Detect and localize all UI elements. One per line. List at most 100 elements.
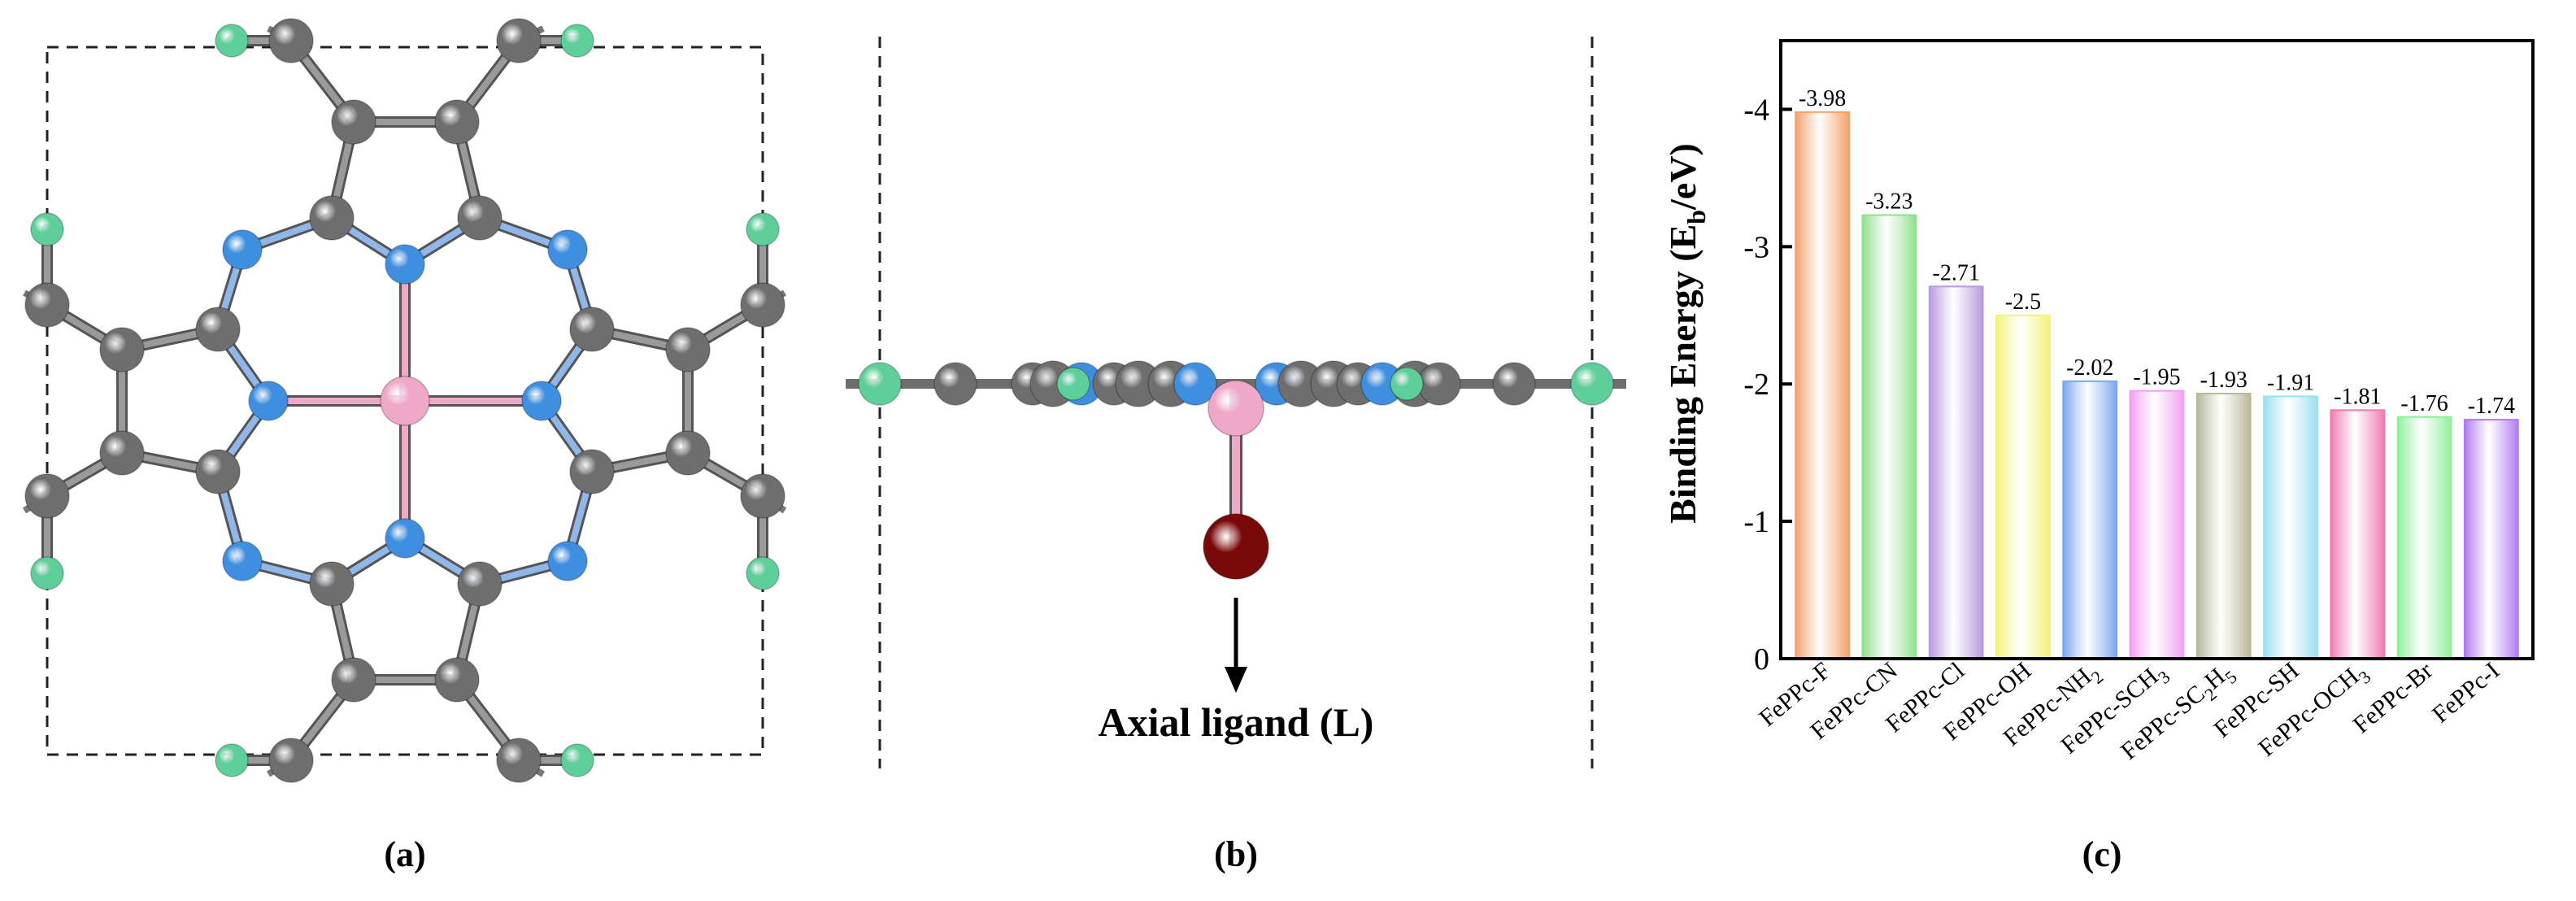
bar-value-label: -1.74 — [2468, 394, 2515, 419]
terminal-atom — [746, 556, 780, 590]
bar-value-label: -1.91 — [2267, 370, 2314, 395]
carbon-atom — [665, 430, 711, 476]
bar — [1795, 111, 1851, 660]
panel-c-binding-energy-chart: -3.98-3.23-2.71-2.5-2.02-1.95-1.93-1.91-… — [1662, 39, 2535, 765]
carbon-atom — [740, 282, 785, 328]
x-category-label: FePPc-I — [2427, 657, 2504, 728]
bar-value-label: -1.93 — [2200, 368, 2247, 393]
carbon-atom — [268, 18, 314, 63]
nitrogen-atom — [222, 541, 263, 581]
bar-value-label: -2.02 — [2066, 355, 2113, 381]
carbon-atom — [331, 99, 376, 145]
side-atoms — [858, 360, 1614, 580]
y-tick-label: -2 — [1743, 368, 1769, 402]
nitrogen-atom — [385, 244, 425, 285]
unit-cell-box — [46, 46, 764, 756]
caption-b: (b) — [1214, 834, 1258, 874]
bar — [2129, 390, 2185, 659]
carbon-atom — [457, 561, 503, 607]
terminal-atom — [746, 212, 780, 246]
carbon-atom — [665, 327, 711, 372]
carbon-atom — [933, 362, 977, 406]
ligand-atom — [1203, 513, 1269, 580]
panel-b-molecule-side-view: Axial ligand (L) — [846, 37, 1626, 768]
plot-frame — [1779, 39, 2535, 660]
nitrogen-atom — [222, 229, 263, 270]
axial-ligand-label: Axial ligand (L) — [1099, 699, 1374, 745]
bar-series — [1795, 111, 2519, 660]
bar — [2330, 409, 2386, 659]
nitrogen-atom — [521, 381, 562, 421]
bar — [2396, 416, 2452, 659]
y-title-main: Binding Energy (E — [1662, 224, 1704, 524]
arrow-head-icon — [1225, 667, 1247, 693]
iron-atom — [1208, 380, 1264, 437]
bar-value-label: -2.5 — [2005, 289, 2041, 315]
carbon-atom — [569, 449, 615, 494]
carbon-atom — [496, 18, 542, 63]
terminal-atom — [1570, 362, 1614, 406]
carbon-atom — [331, 657, 376, 703]
y-axis-ticks: 0 -1 -2 -3 -4 — [1743, 93, 1792, 677]
molecule-atoms — [24, 18, 785, 783]
y-axis-title: Binding Energy (Eb/eV) — [1662, 143, 1711, 524]
terminal-atom — [560, 743, 594, 777]
bar — [2263, 395, 2318, 659]
terminal-atom — [30, 212, 64, 246]
bar-value-label: -1.76 — [2400, 391, 2448, 416]
carbon-atom — [457, 195, 503, 241]
y-title-sub: b — [1682, 210, 1711, 224]
terminal-atom — [215, 743, 249, 777]
carbon-atom — [24, 473, 70, 519]
bar — [1928, 285, 1984, 659]
nitrogen-atom — [547, 541, 588, 581]
nitrogen-atom — [547, 229, 588, 270]
iron-atom — [380, 376, 430, 426]
carbon-atom — [99, 327, 145, 372]
terminal-atom — [215, 24, 249, 58]
carbon-atom — [434, 99, 480, 145]
carbon-atom — [309, 561, 355, 607]
bar — [2195, 393, 2252, 659]
terminal-atom — [1390, 367, 1424, 401]
carbon-atom — [309, 195, 355, 241]
x-axis-category-labels: FePPc-FFePPc-CNFePPc-ClFePPc-OHFePPc-NH2… — [1754, 657, 2504, 765]
bar-value-label: -3.98 — [1799, 86, 1846, 111]
bar-value-label: -2.71 — [1933, 260, 1980, 285]
panel-a-molecule-top-view — [22, 18, 787, 783]
carbon-atom — [496, 738, 542, 783]
terminal-atom — [30, 556, 64, 590]
bar — [2463, 419, 2519, 660]
bar — [2062, 380, 2118, 659]
carbon-atom — [569, 307, 615, 352]
bar — [1861, 214, 1917, 659]
y-tick-label: -4 — [1743, 93, 1769, 127]
carbon-atom — [195, 449, 241, 494]
carbon-atom — [434, 657, 480, 703]
carbon-atom — [1417, 362, 1461, 406]
nitrogen-atom — [248, 381, 289, 421]
caption-a: (a) — [384, 834, 425, 874]
carbon-atom — [99, 430, 145, 476]
carbon-atom — [740, 473, 785, 519]
bar-value-label: -1.81 — [2334, 384, 2381, 409]
nitrogen-atom — [385, 518, 425, 559]
carbon-atom — [24, 282, 70, 328]
caption-c: (c) — [2082, 834, 2122, 874]
y-tick-label: -3 — [1743, 230, 1769, 264]
terminal-atom — [560, 24, 594, 58]
nitrogen-atom — [1173, 362, 1217, 406]
y-tick-label: -1 — [1743, 505, 1769, 539]
carbon-atom — [268, 738, 314, 783]
bar — [1995, 314, 2051, 659]
carbon-atom — [195, 307, 241, 352]
y-title-tail: /eV) — [1662, 143, 1704, 211]
carbon-atom — [1492, 362, 1536, 406]
bar-value-label: -1.95 — [2133, 365, 2180, 390]
data-labels: -3.98-3.23-2.71-2.5-2.02-1.95-1.93-1.91-… — [1799, 86, 2515, 419]
y-tick-label: 0 — [1754, 642, 1769, 677]
bar-value-label: -3.23 — [1865, 189, 1912, 214]
terminal-atom — [1056, 367, 1090, 401]
terminal-atom — [858, 362, 902, 406]
